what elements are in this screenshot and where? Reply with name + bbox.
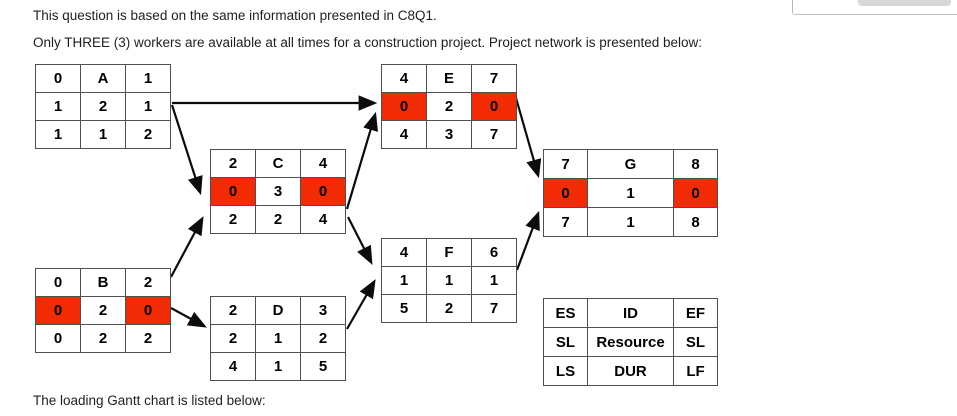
node-cell: 8: [674, 208, 718, 237]
node-cell: 0: [211, 178, 256, 206]
legend-cell: DUR: [588, 357, 674, 386]
node-cell: 1: [36, 93, 81, 121]
node-cell: 2: [81, 325, 126, 353]
node-cell: 2: [126, 325, 171, 353]
question-prompt-text: Only THREE (3) workers are available at …: [33, 35, 703, 50]
legend-cell: ID: [588, 299, 674, 328]
node-cell: 0: [36, 325, 81, 353]
arrow-E-to-G: [514, 97, 542, 179]
node-cell: 4: [211, 353, 256, 381]
node-cell: 2: [81, 93, 126, 121]
node-cell: 2: [301, 325, 346, 353]
node-cell: 7: [472, 121, 517, 149]
legend-cell: EF: [674, 299, 718, 328]
node-cell: A: [81, 65, 126, 93]
legend-cell: SL: [674, 328, 718, 357]
node-cell: F: [427, 239, 472, 267]
node-cell: 2: [211, 297, 256, 325]
arrow-B-to-C: [170, 216, 204, 278]
node-cell: 1: [256, 353, 301, 381]
node-cell: 4: [382, 121, 427, 149]
node-cell: 2: [211, 206, 256, 234]
question-context-text: This question is based on the same infor…: [33, 8, 437, 23]
node-cell: 8: [674, 150, 718, 179]
node-cell: 5: [382, 295, 427, 323]
node-cell: 1: [126, 65, 171, 93]
arrow-D-to-F: [346, 279, 376, 330]
node-cell: 7: [472, 65, 517, 93]
node-cell: C: [256, 150, 301, 178]
node-cell: 0: [36, 269, 81, 297]
node-cell: 2: [126, 269, 171, 297]
node-cell: E: [427, 65, 472, 93]
node-cell: 2: [427, 295, 472, 323]
node-cell: 0: [36, 65, 81, 93]
node-cell: 7: [544, 208, 588, 237]
arrow-C-to-E: [345, 111, 378, 210]
horizontal-scrollbar-thumb[interactable]: [858, 0, 951, 6]
arrow-C-to-F: [347, 216, 373, 265]
node-cell: 2: [81, 297, 126, 325]
node-cell: 7: [472, 295, 517, 323]
node-cell: 4: [382, 239, 427, 267]
node-cell: 0: [36, 297, 81, 325]
node-cell: 2: [126, 121, 171, 149]
node-cell: 1: [382, 267, 427, 295]
node-cell: 1: [81, 121, 126, 149]
node-cell: 0: [301, 178, 346, 206]
node-cell: 1: [427, 267, 472, 295]
legend-cell: ES: [544, 299, 588, 328]
node-cell: 2: [256, 206, 301, 234]
node-cell: 0: [544, 179, 588, 208]
top-right-panel-corner: [792, 0, 957, 15]
arrow-F-to-G: [515, 210, 540, 271]
node-cell: 0: [674, 179, 718, 208]
node-cell: 3: [301, 297, 346, 325]
node-cell: 3: [256, 178, 301, 206]
legend-cell: SL: [544, 328, 588, 357]
footer-text: The loading Gantt chart is listed below:: [33, 393, 266, 408]
node-cell: 1: [126, 93, 171, 121]
node-cell: 1: [36, 121, 81, 149]
node-cell: 2: [211, 325, 256, 353]
node-cell: G: [588, 150, 674, 179]
node-cell: B: [81, 269, 126, 297]
node-cell: 7: [544, 150, 588, 179]
node-cell: 2: [211, 150, 256, 178]
legend-cell: LF: [674, 357, 718, 386]
legend-cell: LS: [544, 357, 588, 386]
node-cell: 3: [427, 121, 472, 149]
node-cell: D: [256, 297, 301, 325]
arrow-A-to-C: [170, 104, 203, 196]
arrow-B-to-D: [170, 307, 207, 328]
node-cell: 4: [301, 206, 346, 234]
node-cell: 1: [472, 267, 517, 295]
node-cell: 4: [382, 65, 427, 93]
legend-cell: Resource: [588, 328, 674, 357]
node-cell: 6: [472, 239, 517, 267]
node-cell: 0: [126, 297, 171, 325]
node-cell: 4: [301, 150, 346, 178]
node-cell: 0: [472, 93, 517, 121]
node-cell: 5: [301, 353, 346, 381]
node-cell: 1: [588, 208, 674, 237]
node-cell: 1: [588, 179, 674, 208]
node-cell: 2: [427, 93, 472, 121]
node-cell: 0: [382, 93, 427, 121]
node-cell: 1: [256, 325, 301, 353]
